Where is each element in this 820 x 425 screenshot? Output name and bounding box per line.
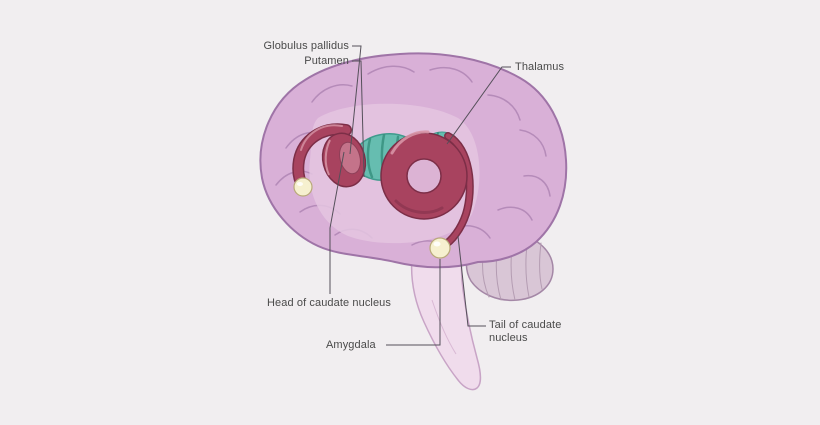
gyri-sulci bbox=[275, 65, 551, 251]
label-putamen: Putamen bbox=[304, 55, 349, 67]
leader-amygdala bbox=[386, 259, 441, 346]
leader-tail-caudate bbox=[457, 235, 486, 327]
label-globus-pallidus: Globulus pallidus bbox=[263, 40, 349, 52]
label-tail-of-caudate-nucleus: Tail of caudate nucleus bbox=[489, 319, 562, 344]
caudate-tail-structure bbox=[439, 132, 474, 250]
leader-lines bbox=[329, 45, 511, 346]
leader-putamen bbox=[352, 60, 365, 178]
globus-pallidus-structure bbox=[321, 132, 367, 188]
putamen-ring-structure bbox=[380, 130, 468, 220]
leader-thalamus bbox=[446, 66, 511, 145]
label-thalamus: Thalamus bbox=[515, 61, 565, 73]
amygdala-structure bbox=[293, 177, 451, 259]
label-head-of-caudate-nucleus: Head of caudate nucleus bbox=[267, 297, 391, 309]
leader-head-caudate bbox=[329, 151, 345, 294]
label-amygdala: Amygdala bbox=[326, 339, 376, 351]
leader-globus-pallidus bbox=[349, 45, 362, 155]
brainstem bbox=[410, 247, 482, 391]
